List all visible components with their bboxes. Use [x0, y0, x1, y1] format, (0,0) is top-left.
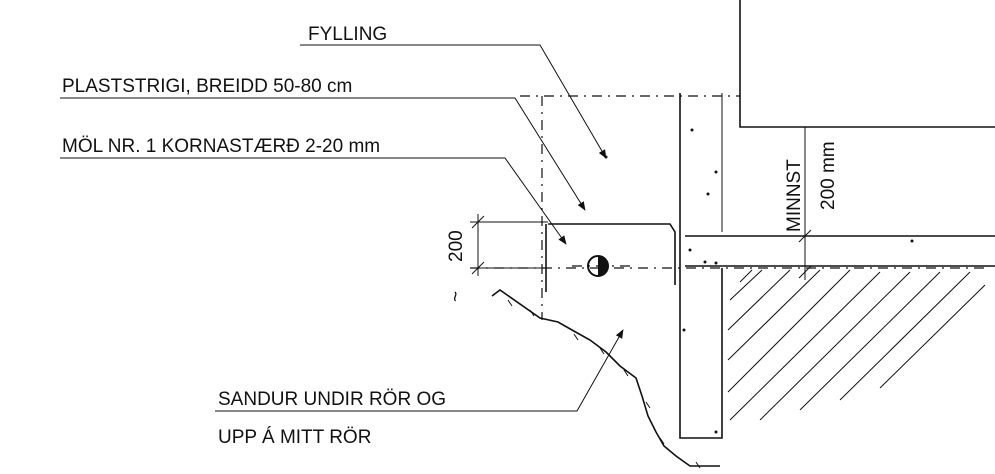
- label-sand-line2: UPP Á MITT RÖR: [218, 427, 371, 448]
- building-wall-outline: [739, 0, 995, 128]
- label-gravel: MÖL NR. 1 KORNASTÆRÐ 2-20 mm: [62, 136, 380, 157]
- natural-ground-line: [491, 289, 720, 467]
- dimension-200-left: [470, 214, 548, 276]
- leader-fill: [300, 44, 607, 159]
- leader-geotextile: [60, 97, 586, 211]
- minimum-value: 200 mm: [818, 141, 839, 210]
- minimum-label: MINNST: [784, 159, 805, 232]
- approx-symbol: ~: [446, 291, 467, 302]
- foundation-wall: [679, 93, 723, 439]
- concrete-specks: [604, 128, 914, 434]
- label-geotextile: PLASTSTRIGI, BREIDD 50-80 cm: [62, 76, 352, 97]
- ground-hatching: [727, 269, 986, 421]
- dimension-200-text: 200: [446, 230, 467, 262]
- label-sand-line1: SANDUR UNDIR RÖR OG: [218, 389, 446, 410]
- leader-gravel: [60, 157, 567, 245]
- gravel-bed-outline: [548, 223, 676, 285]
- leader-sand: [215, 329, 624, 412]
- label-fill: FYLLING: [308, 24, 387, 45]
- drain-pipe: [572, 255, 635, 277]
- dimension-minnst: [798, 127, 812, 280]
- ground-ticks: [507, 299, 701, 469]
